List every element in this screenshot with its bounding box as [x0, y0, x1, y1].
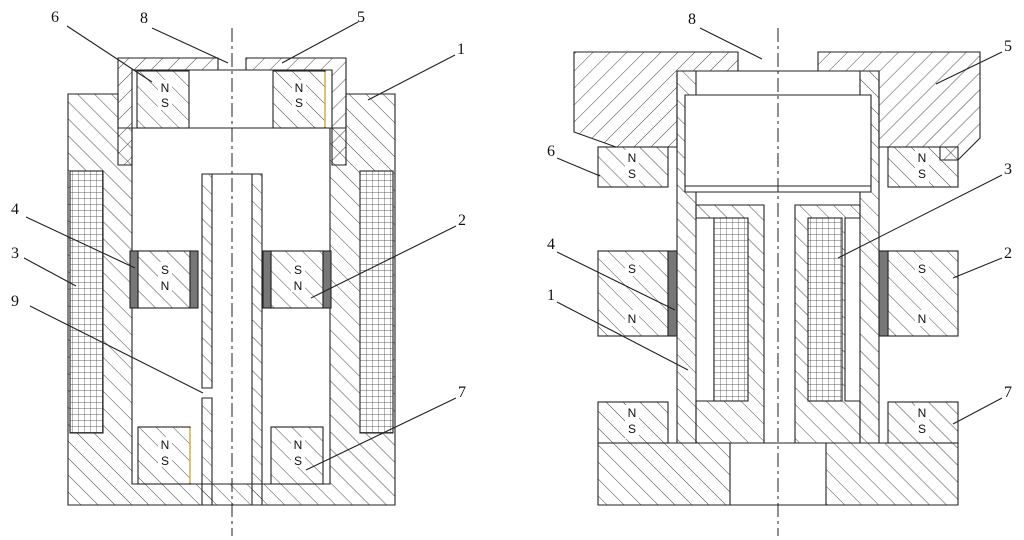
spacer-4-left-outer: [129, 250, 139, 309]
svg-text:N: N: [628, 406, 637, 420]
svg-text:N: N: [161, 438, 170, 452]
leaders-left: [23, 21, 457, 471]
svg-text:S: S: [294, 263, 302, 277]
label-6-left: 6: [51, 9, 59, 26]
label-4-right: 4: [547, 236, 555, 253]
label-3-right: 3: [1004, 161, 1012, 178]
label-1-left: 1: [457, 41, 465, 58]
sleeve-1-right: [859, 70, 880, 444]
label-5-left: 5: [357, 9, 365, 26]
base-left: [597, 442, 731, 506]
spacer-4-right-right: [878, 250, 889, 337]
svg-text:N: N: [294, 279, 303, 293]
svg-text:S: S: [628, 167, 636, 181]
svg-text:N: N: [294, 438, 303, 452]
svg-text:S: S: [918, 167, 926, 181]
svg-text:N: N: [918, 151, 927, 165]
label-7-right: 7: [1004, 384, 1012, 401]
pole-letters-left: N S N S S N S N N S N S: [158, 80, 306, 468]
svg-text:S: S: [918, 262, 926, 276]
left-figure: N S N S S N S N N S N S: [11, 9, 466, 536]
right-figure: N S N S S N S N N S N S: [547, 11, 1012, 536]
svg-text:N: N: [161, 81, 170, 95]
coil-3-right-left: [713, 217, 749, 402]
part-numbers-left: 8 6 5 1 4 3 2 9 7: [11, 9, 466, 401]
svg-text:N: N: [628, 312, 637, 326]
svg-text:S: S: [295, 96, 303, 110]
pole-letters-right: N S N S S N S N N S N S: [625, 150, 929, 439]
spacer-4-right-outer: [322, 250, 332, 309]
label-7-left: 7: [458, 384, 466, 401]
svg-text:N: N: [918, 312, 927, 326]
coil-3-left: [69, 170, 104, 434]
center-tube-right: [251, 173, 263, 506]
label-8-left: 8: [140, 10, 148, 27]
label-2-left: 2: [458, 212, 466, 229]
leaders-right: [556, 27, 1003, 425]
base-right: [825, 442, 959, 506]
label-1-right: 1: [547, 287, 555, 304]
svg-text:N: N: [295, 81, 304, 95]
svg-text:S: S: [161, 96, 169, 110]
svg-text:S: S: [294, 454, 302, 468]
svg-text:N: N: [918, 406, 927, 420]
label-6-right: 6: [547, 143, 555, 160]
center-tube-left-lower: [201, 397, 213, 506]
label-3-left: 3: [11, 245, 19, 262]
svg-text:S: S: [161, 454, 169, 468]
coil-3-right-right: [807, 217, 843, 402]
spacer-4-left-inner: [189, 250, 199, 309]
cap-5-top: [573, 51, 739, 148]
svg-text:N: N: [161, 279, 170, 293]
svg-text:S: S: [918, 422, 926, 436]
part-numbers-right: 8 5 6 3 4 2 1 7: [547, 11, 1012, 401]
center-tube-left: [201, 173, 213, 389]
label-4-left: 4: [11, 201, 19, 218]
label-9-left: 9: [11, 293, 19, 310]
svg-text:S: S: [628, 422, 636, 436]
label-5-right: 5: [1004, 38, 1012, 55]
svg-text:S: S: [628, 262, 636, 276]
coil-3-right: [359, 170, 394, 434]
label-8-right: 8: [688, 11, 696, 28]
label-2-right: 2: [1004, 245, 1012, 262]
sleeve-1-left: [676, 70, 697, 444]
spacer-4-right-left: [667, 250, 678, 337]
svg-text:N: N: [628, 151, 637, 165]
cap-5-top-right: [817, 51, 981, 161]
svg-text:S: S: [161, 263, 169, 277]
spacer-4-right-inner: [262, 250, 272, 309]
